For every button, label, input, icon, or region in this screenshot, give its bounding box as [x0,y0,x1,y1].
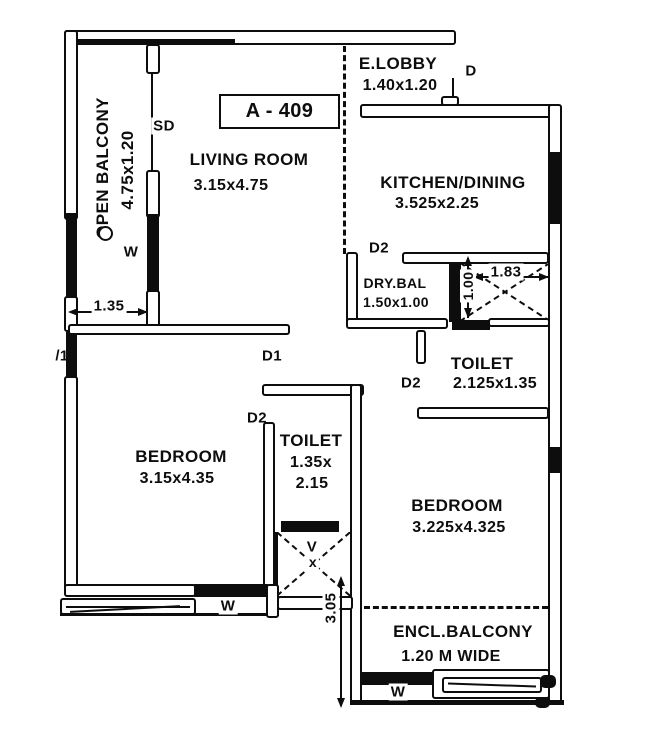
room-label-living-room: LIVING ROOM [189,150,309,169]
shaft-label-v: V [304,538,320,556]
room-dims-bedroom-right: 3.225x4.325 [412,519,506,536]
wall-living-south [68,324,290,335]
room-label-kitchen-dining: KITCHEN/DINING [380,173,526,192]
room-dims-dry-balcony: 1.50x1.00 [363,294,429,310]
encl-balcony-window [432,669,550,699]
room-label-toilet-middle: TOILET [279,431,343,450]
room-label-bedroom-left: BEDROOM [135,447,227,466]
dim-arrow-up [464,256,472,266]
room-dims-e-lobby: 1.40x1.20 [362,77,438,94]
wall-top-thick [67,39,235,43]
bedroom-left-south-black [194,584,268,597]
room-dims-toilet-right: 2.125x1.35 [452,375,538,392]
room-dims-toilet-middle-1: 1.35x [289,454,333,471]
window-label-bedroom-left: W [218,597,238,615]
wall-drybal-south [346,318,448,329]
door-label-sd: SD [151,117,177,135]
wall-kitchen-north [360,104,555,118]
dim-duct-depth: 1.00 [460,269,476,303]
room-label-dry-balcony: DRY.BAL [363,275,427,291]
wall-bedroom-left-south [64,584,196,597]
dim-arrow-up [337,576,345,586]
dim-balcony-length: 3.05 [322,590,340,626]
room-dims-bedroom-left: 3.15x4.35 [139,470,215,487]
door-label-d1: D1 [262,347,282,365]
dim-line-balcony-length [340,578,342,706]
room-label-e-lobby: E.LOBBY [358,54,438,73]
wall-drybal-stub [416,330,426,364]
window-label-encl-balcony: W [388,683,408,701]
room-dims-open-balcony: 4.75x1.20 [118,130,137,210]
encl-balcony-south-black [362,672,434,685]
wall-left-black [66,213,77,301]
wall-balcony-stub-bottom [146,290,160,328]
room-dims-kitchen-dining: 3.525x2.25 [394,195,480,212]
unit-number-box: A - 409 [219,94,340,129]
room-label-toilet-right: TOILET [450,354,514,373]
kitchen-window-black [550,152,561,224]
wall-drybal-east-black [449,262,461,322]
window-label-balcony: W [123,243,139,261]
wall-kitchen-south [402,252,549,264]
dim-arrow-right [539,273,549,281]
wall-balcony-stub-top [146,44,160,74]
wall-toilet-mid-north [262,384,364,396]
mark-wall-ref: /1 [55,347,69,365]
door-label-d2-toilet-right: D2 [401,374,421,392]
encl-balcony-bottom-line [350,700,564,705]
dim-arrow-left [68,308,78,316]
dim-duct-width: 1.83 [488,263,524,281]
bedroom-left-sill-line [60,613,279,616]
shaft-top-black [281,521,339,532]
dim-arrow-left [473,273,483,281]
entrance-door-line [452,78,454,98]
encl-corner-blob [535,697,550,708]
wall-drybal-west [346,252,358,324]
wall-balcony-black [147,214,159,292]
wall-left-upper [64,30,78,220]
column-marker-icon [98,226,113,241]
wall-balcony-mid [146,170,160,218]
wall-left-lower [64,376,78,591]
room-dims-toilet-middle-2: 2.15 [295,475,329,492]
wall-toilet-right-north [488,318,550,327]
room-label-bedroom-right: BEDROOM [411,496,503,515]
toilet-right-threshold [452,320,490,330]
shaft-left-line [275,532,278,598]
dim-arrow-right [138,308,148,316]
wall-bedroom-right-west [350,384,362,705]
bedroom-right-window-black [550,447,561,473]
room-label-open-balcony: OPEN BALCONY [93,97,112,239]
entrance-door-bump [441,96,459,106]
door-label-d2-drybal: D2 [369,239,389,257]
room-dims-encl-balcony: 1.20 M WIDE [401,648,501,665]
room-label-encl-balcony: ENCL.BALCONY [393,622,533,641]
wall-stub-bedroom-left [266,584,279,618]
dim-arrow-down [464,308,472,318]
dim-balcony-width: 1.35 [91,297,127,315]
wall-toilet-right-south [417,407,549,419]
wall-toilet-mid-west [263,422,275,587]
door-label-d2-toilet-middle: D2 [247,409,267,427]
wall-left-black2 [66,332,77,378]
shaft-label-x: x [306,554,320,570]
room-dims-living-room: 3.15x4.75 [193,177,269,194]
unit-number: A - 409 [245,100,314,122]
door-label-entrance: D [465,62,477,80]
encl-balcony-dashed-line [364,606,548,609]
encl-corner-blob [540,675,556,688]
dim-arrow-down [337,698,345,708]
lobby-dashed-line [343,46,346,254]
